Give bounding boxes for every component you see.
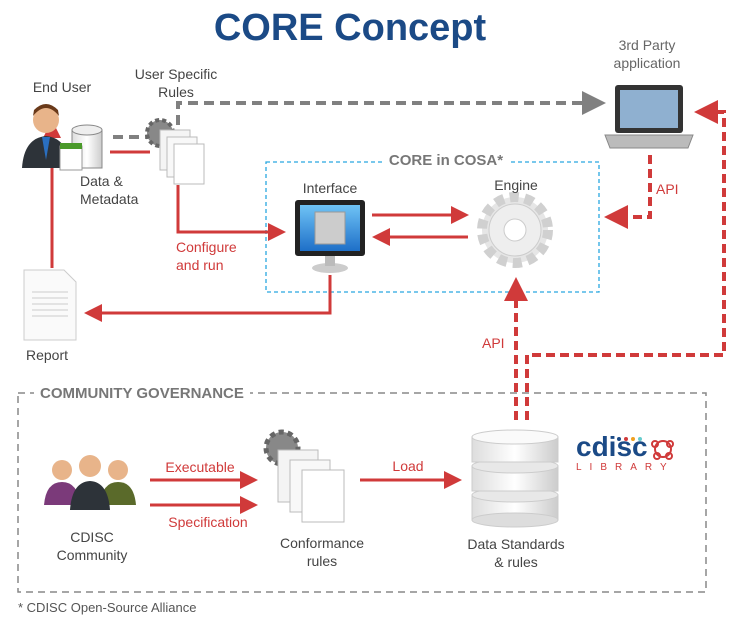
core-in-cosa-box	[265, 161, 600, 293]
data-standards-database-icon	[471, 429, 559, 528]
cdisc-logo-word: cdisc	[576, 431, 648, 462]
conformance-rules-icon	[263, 429, 345, 523]
interface-label: Interface	[302, 180, 358, 196]
api-third-party-label: API	[656, 181, 679, 197]
engine-third-party-api-arrow	[604, 155, 652, 229]
engine-label: Engine	[494, 177, 538, 193]
cdisc-logo-library: LIBRARY	[576, 462, 675, 473]
laptop-icon	[604, 85, 694, 149]
user-rules-icon	[145, 118, 205, 185]
end-user-label: End User	[32, 79, 92, 95]
page-title: CORE Concept	[213, 7, 487, 49]
load-label: Load	[392, 458, 424, 474]
report-label: Report	[25, 347, 69, 363]
api-library-label: API	[482, 335, 505, 351]
executable-label: Executable	[165, 459, 235, 475]
community-governance-box	[17, 392, 707, 593]
community-governance-label: COMMUNITY GOVERNANCE	[34, 385, 250, 403]
interface-monitor-icon	[295, 200, 365, 273]
footnote: * CDISC Open-Source Alliance	[18, 600, 197, 615]
end-user-icon	[22, 104, 70, 168]
report-document-icon	[23, 269, 77, 341]
core-in-cosa-label: CORE in COSA*	[382, 152, 510, 170]
data-standards-label: Data Standards& rules	[467, 536, 565, 570]
data-metadata-label: Data &Metadata	[80, 173, 139, 207]
library-to-third-party-arrow	[525, 100, 726, 420]
interface-to-report-arrow	[84, 275, 332, 322]
engine-gear-icon	[477, 192, 553, 268]
cdisc-logo-dots	[617, 437, 642, 441]
configure-run-arrow	[176, 185, 286, 241]
database-icon	[59, 124, 103, 171]
user-rules-to-third-party-arrow	[113, 91, 606, 139]
cdisc-library-logo-mark	[651, 440, 674, 460]
community-people-icon	[44, 455, 136, 510]
specification-label: Specification	[168, 514, 248, 530]
